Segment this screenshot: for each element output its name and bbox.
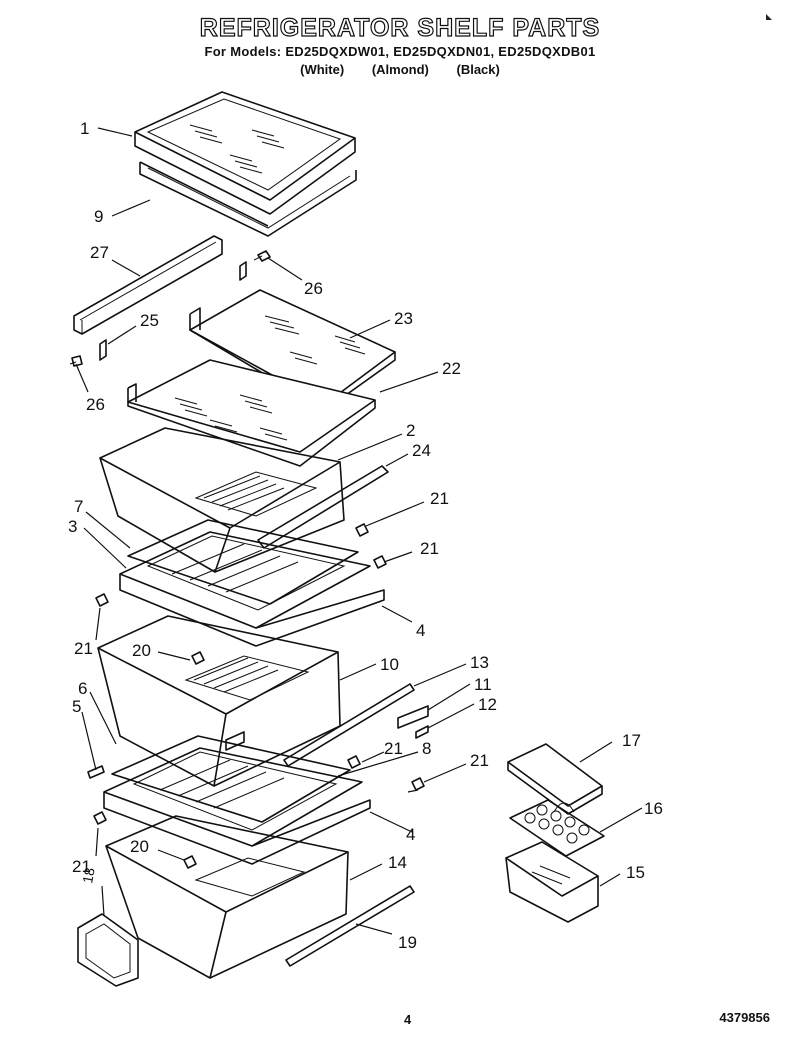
callout-20-lower: 20 [130, 837, 149, 856]
callout-5: 5 [72, 697, 81, 716]
callout-18: 18 [79, 866, 97, 884]
part-screw-21-b [373, 555, 387, 569]
part-egg-tray-16 [509, 799, 605, 857]
callout-17: 17 [622, 731, 641, 750]
callout-26-bottom: 26 [86, 395, 105, 414]
part-screw-21-f [93, 811, 107, 825]
callout-numbers: 1 9 27 26 25 23 26 22 2 24 7 3 21 21 21 … [68, 119, 663, 952]
callout-27: 27 [90, 243, 109, 262]
color-almond: (Almond) [371, 62, 429, 77]
part-screw-20-a [191, 651, 205, 665]
callout-10: 10 [380, 655, 399, 674]
document-number: 4379856 [719, 1010, 770, 1025]
part-crisper-trim-24 [257, 465, 389, 549]
callout-26-top: 26 [304, 279, 323, 298]
color-white: (White) [300, 62, 345, 77]
callout-15: 15 [626, 863, 645, 882]
callout-7: 7 [74, 497, 83, 516]
callout-13: 13 [470, 653, 489, 672]
callout-21-e: 21 [470, 751, 489, 770]
callout-4-lower: 4 [406, 825, 415, 844]
models-line: For Models: ED25DQXDW01, ED25DQXDN01, ED… [204, 44, 596, 59]
callout-4-upper: 4 [416, 621, 425, 640]
part-crisper-drawer-upper [99, 427, 345, 573]
callout-25: 25 [140, 311, 159, 330]
callout-22: 22 [442, 359, 461, 378]
leader-lines [75, 127, 643, 935]
part-screw-21-a [355, 523, 369, 537]
part-clip-25-upper [239, 261, 247, 281]
page-number: 4 [404, 1012, 412, 1027]
part-clip-25-lower [99, 339, 107, 361]
callout-14: 14 [388, 853, 407, 872]
part-trim-13 [283, 683, 415, 767]
part-screw-20-b [183, 855, 197, 869]
part-screw-21-e [411, 777, 425, 791]
part-lower-cover-frame [87, 735, 371, 865]
part-glass-shelf-top [134, 91, 356, 215]
callout-12: 12 [478, 695, 497, 714]
part-bottom-drawer [105, 815, 349, 979]
part-label-11 [397, 705, 429, 729]
callout-21-a: 21 [430, 489, 449, 508]
callout-21-c: 21 [74, 639, 93, 658]
part-glass-shelf-22 [127, 359, 376, 467]
callout-21-f: 21 [72, 857, 91, 876]
part-egg-bin-15 [505, 841, 599, 923]
callout-23: 23 [394, 309, 413, 328]
callout-6: 6 [78, 679, 87, 698]
callout-20-upper: 20 [132, 641, 151, 660]
callout-2: 2 [406, 421, 415, 440]
callout-19: 19 [398, 933, 417, 952]
callout-21-d: 21 [384, 739, 403, 758]
part-screw-21-c [95, 593, 109, 607]
callout-21-b: 21 [420, 539, 439, 558]
part-egg-bin-cover-17 [507, 743, 603, 815]
page-title: REFRIGERATOR SHELF PARTS [199, 13, 601, 42]
callout-1: 1 [80, 119, 89, 138]
part-screw-21-d [347, 755, 361, 769]
part-screw-26-top [253, 250, 271, 262]
corner-mark [766, 14, 772, 20]
part-bracket-12 [415, 725, 429, 739]
callout-3: 3 [68, 517, 77, 536]
callout-24: 24 [412, 441, 431, 460]
part-shelf-frame-9 [139, 161, 357, 237]
callout-9: 9 [94, 207, 103, 226]
part-panel-18 [77, 913, 139, 987]
callout-11: 11 [474, 675, 492, 694]
callout-16: 16 [644, 799, 663, 818]
callout-8: 8 [422, 739, 431, 758]
color-black: (Black) [456, 62, 500, 77]
part-crisper-cover-frame [119, 519, 385, 647]
part-trim-19 [285, 885, 415, 967]
part-crisper-drawer-lower [97, 615, 341, 787]
color-variants: (White) (Almond) (Black) [0, 62, 800, 77]
part-rail-27 [73, 235, 223, 335]
part-screw-26-bottom [69, 355, 83, 367]
